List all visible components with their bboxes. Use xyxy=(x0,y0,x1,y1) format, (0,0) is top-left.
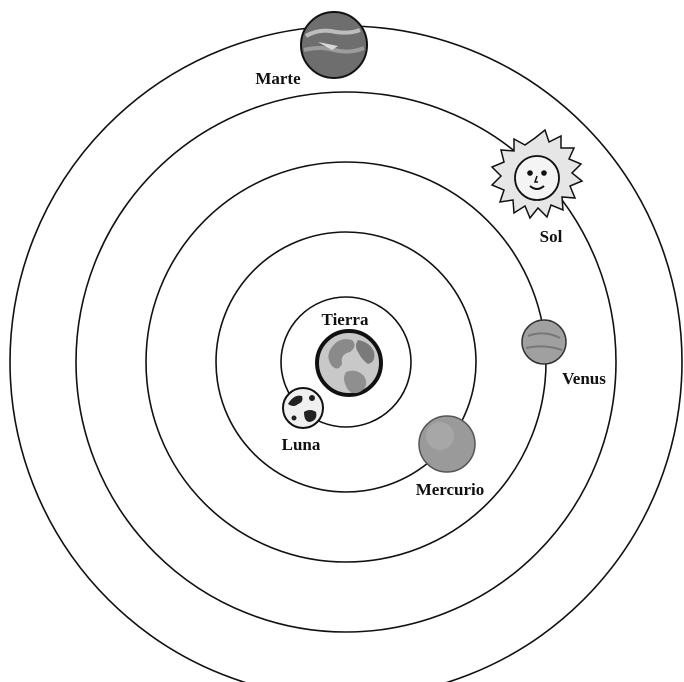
sun: Sol xyxy=(492,130,582,246)
venus: Venus xyxy=(522,320,606,388)
venus-label: Venus xyxy=(562,369,606,388)
mars: Marte xyxy=(255,12,367,88)
mars-label: Marte xyxy=(255,69,301,88)
moon: Luna xyxy=(282,388,323,454)
mercury-label: Mercurio xyxy=(416,480,485,499)
moon-label: Luna xyxy=(282,435,321,454)
earth: Tierra xyxy=(317,310,381,395)
mercury: Mercurio xyxy=(416,416,485,499)
earth-label: Tierra xyxy=(322,310,369,329)
sun-label: Sol xyxy=(540,227,563,246)
